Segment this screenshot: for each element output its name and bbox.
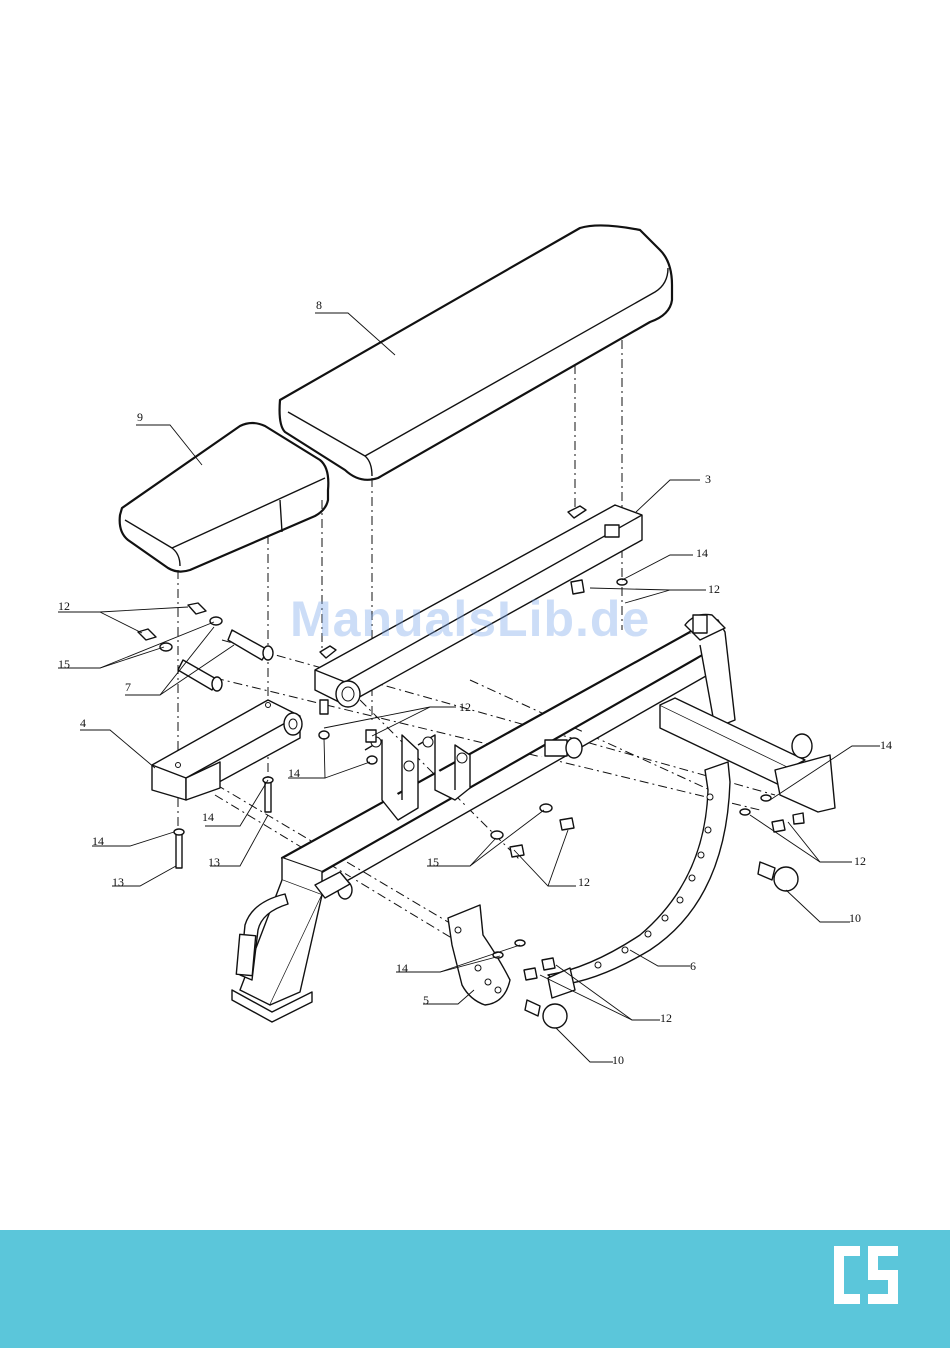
adjustment-arc — [548, 762, 730, 998]
backrest-pad — [280, 225, 672, 479]
backrest-support-frame — [315, 505, 642, 707]
exploded-assembly-diagram: 8 9 3 14 12 12 15 7 12 4 14 14 14 13 13 15 12 14 12 10 6 14 5 1… — [0, 0, 950, 1230]
callout-label-12c: 12 — [459, 700, 471, 714]
callout-label-12d: 12 — [578, 875, 590, 889]
callout-label-10b: 10 — [612, 1053, 624, 1067]
callout-label-6: 6 — [690, 959, 696, 973]
callout-label-14b: 14 — [880, 738, 892, 752]
bushing-tubes — [178, 630, 273, 691]
callout-label-15b: 15 — [427, 855, 439, 869]
callout-label-12e: 12 — [854, 854, 866, 868]
callout-label-3: 3 — [705, 472, 711, 486]
seat-pad — [120, 423, 329, 572]
callout-label-13a: 13 — [208, 855, 220, 869]
callout-label-15a: 15 — [58, 657, 70, 671]
callout-label-14a: 14 — [696, 546, 708, 560]
callout-label-12a: 12 — [708, 582, 720, 596]
callout-label-12b: 12 — [58, 599, 70, 613]
callout-label-8: 8 — [316, 298, 322, 312]
callout-label-7: 7 — [125, 680, 131, 694]
footer-band — [0, 1230, 950, 1348]
brand-logo — [834, 1246, 898, 1304]
callout-label-4: 4 — [80, 716, 86, 730]
callout-label-14d: 14 — [202, 810, 214, 824]
callout-label-12f: 12 — [660, 1011, 672, 1025]
callout-label-5: 5 — [423, 993, 429, 1007]
pop-pin-knobs — [525, 862, 798, 1028]
callout-label-14e: 14 — [92, 834, 104, 848]
callout-label-9: 9 — [137, 410, 143, 424]
callout-label-14c: 14 — [288, 766, 300, 780]
callout-label-14f: 14 — [396, 961, 408, 975]
callout-label-10a: 10 — [849, 911, 861, 925]
callout-label-13b: 13 — [112, 875, 124, 889]
seat-support-frame — [152, 700, 302, 800]
